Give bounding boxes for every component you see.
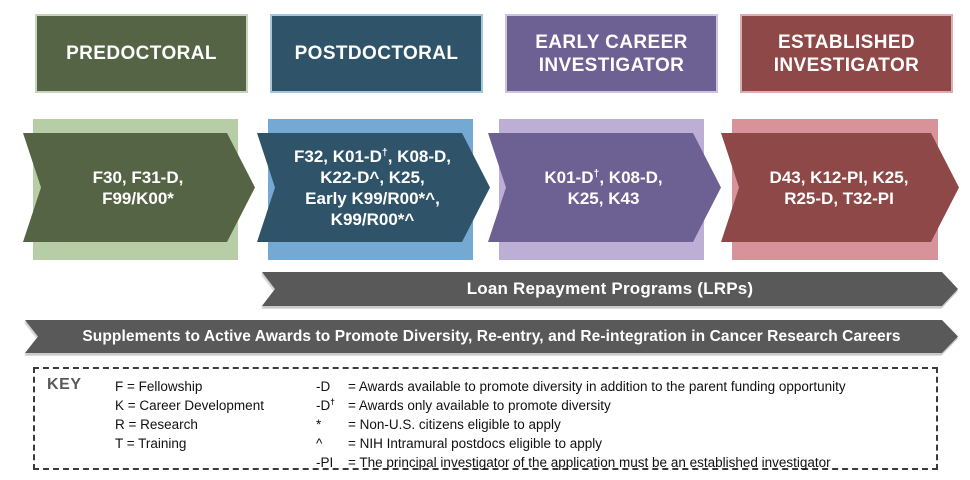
- key-symbol-row: * = Non-U.S. citizens eligible to apply: [316, 415, 846, 434]
- banner-loan-repayment-label: Loan Repayment Programs (LRPs): [466, 279, 754, 298]
- banner-loan-repayment: Loan Repayment Programs (LRPs): [262, 272, 958, 306]
- key-symbol-d: -D: [316, 379, 331, 394]
- key-symbol-pi-def: = The principal investigator of the appl…: [348, 455, 831, 470]
- key-symbol-asterisk-def: = Non-U.S. citizens eligible to apply: [348, 417, 561, 432]
- key-letter-k: K = Career Development: [115, 398, 264, 413]
- predoctoral-programs-text: F30, F31-D,F99/K00*: [92, 167, 184, 208]
- arrow-established-programs: D43, K12-PI, K25,R25-D, T32-PI: [721, 133, 959, 242]
- key-symbol-d-dagger: -D†: [316, 396, 335, 413]
- key-symbol-row: ^ = NIH Intramural postdocs eligible to …: [316, 434, 846, 453]
- header-predoctoral: PREDOCTORAL: [35, 14, 248, 93]
- header-postdoctoral: POSTDOCTORAL: [270, 14, 483, 93]
- key-symbol-caret-def: = NIH Intramural postdocs eligible to ap…: [348, 436, 603, 451]
- key-letter-t: T = Training: [115, 436, 187, 451]
- key-box: KEY F = Fellowship K = Career Developmen…: [33, 367, 938, 470]
- arrow-early-career-programs: K01-D†, K08-D,K25, K43: [488, 133, 721, 242]
- key-symbol-d-dagger-def: = Awards only available to promote diver…: [348, 398, 611, 413]
- key-symbol-d-def: = Awards available to promote diversity …: [348, 379, 846, 394]
- postdoctoral-programs-text: F32, K01-D†, K08-D,K22-D^, K25,Early K99…: [293, 145, 452, 229]
- key-letter-f: F = Fellowship: [115, 379, 203, 394]
- key-symbol-row: -D† = Awards only available to promote d…: [316, 396, 846, 415]
- key-symbol-caret: ^: [316, 436, 323, 451]
- banner-supplements: Supplements to Active Awards to Promote …: [25, 320, 958, 353]
- banner-supplements-shape: Supplements to Active Awards to Promote …: [25, 320, 958, 353]
- arrow-postdoctoral-programs: F32, K01-D†, K08-D,K22-D^, K25,Early K99…: [257, 133, 490, 242]
- banner-loan-repayment-shape: Loan Repayment Programs (LRPs): [262, 272, 958, 306]
- key-letter-r: R = Research: [115, 417, 198, 432]
- header-postdoctoral-label: POSTDOCTORAL: [294, 43, 459, 64]
- key-letter-definitions: F = Fellowship K = Career Development R …: [115, 377, 264, 453]
- key-symbol-asterisk: *: [316, 417, 322, 432]
- key-symbol-definitions: -D = Awards available to promote diversi…: [316, 377, 846, 472]
- early-career-programs-text: K01-D†, K08-D,K25, K43: [544, 166, 663, 208]
- key-symbol-row: -D = Awards available to promote diversi…: [316, 377, 846, 396]
- key-symbol-row: -PI = The principal investigator of the …: [316, 453, 846, 472]
- banner-supplements-label: Supplements to Active Awards to Promote …: [82, 327, 901, 345]
- header-predoctoral-label: PREDOCTORAL: [66, 43, 217, 64]
- key-symbol-pi: -PI: [316, 455, 334, 470]
- key-title: KEY: [47, 376, 82, 393]
- arrow-predoctoral-programs: F30, F31-D,F99/K00*: [23, 133, 255, 242]
- established-programs-text: D43, K12-PI, K25,R25-D, T32-PI: [769, 167, 909, 208]
